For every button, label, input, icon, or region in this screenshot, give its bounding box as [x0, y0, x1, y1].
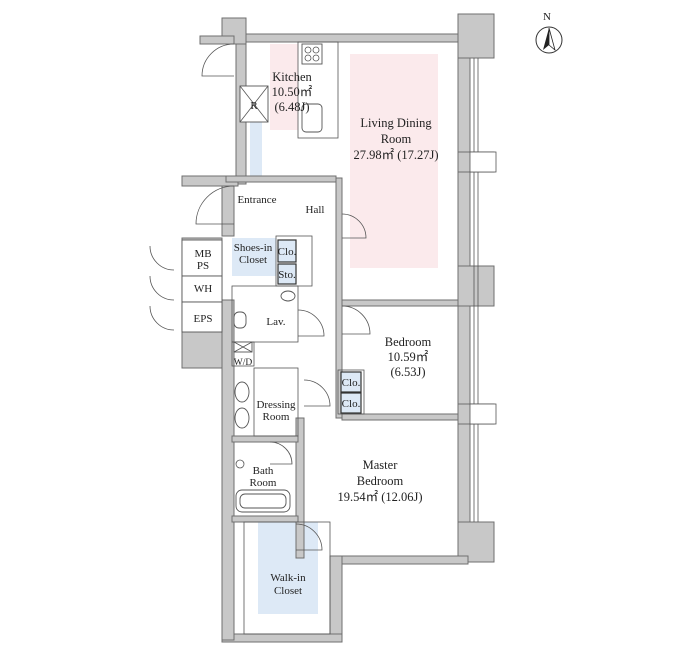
shoes-closet-zone: [232, 238, 276, 276]
living-name-2: Room: [381, 132, 412, 146]
walkin-closet-zone: [258, 522, 318, 614]
walkin-line1: Walk-in: [270, 572, 306, 584]
refrigerator-label: R: [250, 100, 258, 112]
master-name-1: Master: [363, 458, 399, 472]
dressing-line2: Room: [263, 411, 290, 423]
room-outlines: [231, 41, 365, 635]
eps-label: EPS: [194, 313, 213, 325]
kitchen-name: Kitchen: [272, 70, 312, 84]
dressing-line1: Dressing: [256, 399, 296, 411]
kitchen-fixtures: R: [239, 43, 323, 133]
living-area: 27.98㎡ (17.27J): [353, 148, 438, 162]
master-name-2: Bedroom: [357, 474, 404, 488]
utility-shafts: [181, 239, 223, 333]
bath-fixtures: [233, 290, 296, 513]
wh-label: WH: [194, 283, 212, 295]
clo-label-1: Clo.: [278, 246, 297, 258]
bath-line1: Bath: [253, 465, 274, 477]
compass-label: N: [543, 11, 551, 23]
lav-label: Lav.: [266, 316, 285, 328]
clo-label-2: Clo.: [342, 377, 361, 389]
walkin-line2: Closet: [274, 585, 302, 597]
clo-label-3: Clo.: [342, 398, 361, 410]
wd-label: W/D: [234, 358, 253, 368]
living-room-zone: [350, 54, 438, 268]
living-name-1: Living Dining: [360, 116, 432, 130]
bedroom-area: 10.59㎡: [388, 350, 429, 364]
shoes-closet-line1: Shoes-in: [234, 242, 273, 254]
kitchen-strip-zone: [250, 120, 262, 178]
north-compass: N: [535, 11, 563, 54]
bedroom-name: Bedroom: [385, 335, 432, 349]
doors: [149, 43, 371, 551]
entrance-label: Entrance: [237, 194, 276, 206]
kitchen-jo: (6.48J): [274, 100, 309, 114]
kitchen-area: 10.50㎡: [272, 85, 313, 99]
kitchen-zone: [270, 44, 298, 130]
closets: [277, 239, 362, 414]
mb-label: MB: [194, 248, 211, 260]
ps-label: PS: [197, 260, 209, 272]
master-area: 19.54㎡ (12.06J): [337, 490, 422, 504]
shoes-closet-line2: Closet: [239, 254, 267, 266]
bedroom-jo: (6.53J): [390, 365, 425, 379]
windows: [469, 58, 497, 522]
sto-label: Sto.: [278, 269, 296, 281]
bath-line2: Room: [250, 477, 277, 489]
hall-label: Hall: [306, 204, 325, 216]
